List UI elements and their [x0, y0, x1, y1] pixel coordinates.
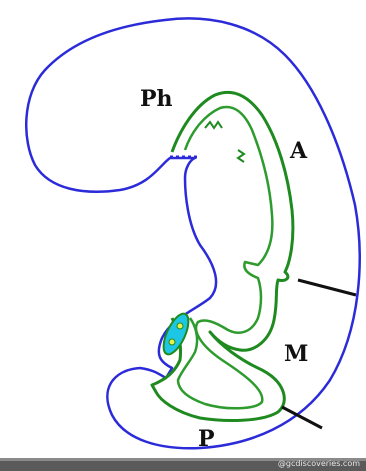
label-midgut: M	[284, 341, 308, 367]
label-foregut: A	[289, 138, 308, 164]
pointer-foregut-midgut	[298, 280, 356, 295]
watermark-text: @gcdiscoveries.com	[278, 459, 360, 468]
gut-tube-outer	[152, 92, 293, 420]
cloaca-dot-upper	[177, 323, 183, 329]
gut-tube-inner	[178, 107, 272, 408]
label-hindgut: P	[198, 426, 215, 452]
label-pharynx: Ph	[140, 86, 173, 112]
cloaca-dot-lower	[169, 339, 175, 345]
embryo-outline	[26, 18, 359, 448]
pharynx-notches	[205, 122, 244, 162]
